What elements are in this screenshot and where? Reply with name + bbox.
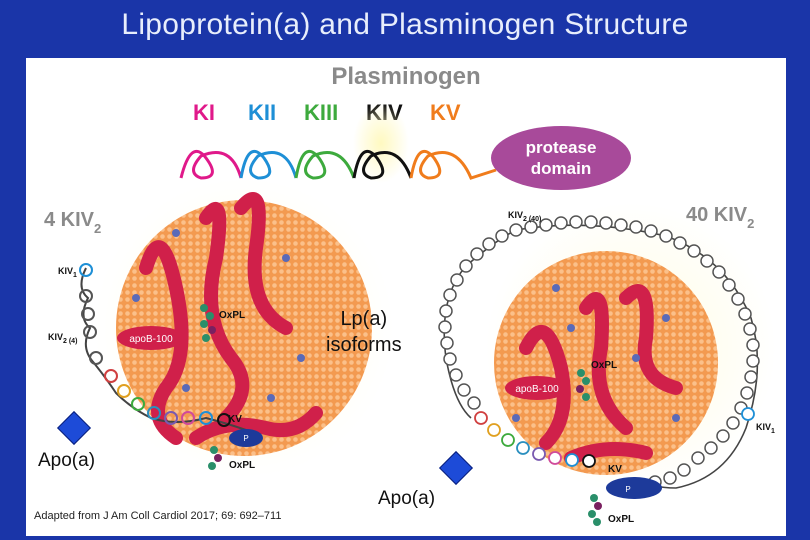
kringle-label-kv: KV [430, 100, 461, 125]
left-oxpl-label: OxPL [219, 310, 245, 321]
right-kiv1-coil [741, 407, 755, 421]
lpa-isoforms-label: Lp(a) isoforms [326, 306, 402, 358]
left-kringle-coils [79, 263, 231, 427]
right-kiv2-coils [438, 215, 760, 489]
right-isoform-label: 40 KIV2 [686, 204, 754, 231]
kiv-highlight-glow [353, 103, 409, 183]
left-oxpl-bottom-molecule [208, 446, 222, 470]
right-oxpl-label: OxPL [591, 360, 617, 371]
left-kiv1-label: KIV1 [58, 266, 77, 279]
right-apoa-label: Apo(a) [378, 488, 436, 509]
left-lipid-particle [116, 200, 372, 456]
right-oxpl-bottom-molecule [588, 494, 602, 526]
kringle-label-kii: KII [248, 100, 276, 125]
protease-label-line2: domain [531, 159, 591, 178]
left-apob-label: apoB-100 [129, 334, 173, 345]
slide-title: Lipoprotein(a) and Plasminogen Structure [121, 8, 689, 41]
right-apob-label-bg [505, 376, 569, 400]
left-oxpl-bottom-label: OxPL [229, 460, 255, 471]
plasminogen-title: Plasminogen [331, 63, 480, 90]
right-kiv2-count-label: KIV2 (40) [508, 210, 541, 223]
right-apob-label: apoB-100 [515, 384, 559, 395]
right-kiv1-label: KIV1 [756, 422, 775, 435]
figure-panel: Plasminogen KI KII KIII KIV KV protease … [26, 58, 786, 536]
right-oxpl-bottom-label: OxPL [608, 514, 634, 525]
left-protease-p [229, 429, 263, 447]
left-isoform-label: 4 KIV2 [44, 209, 101, 236]
kringle-label-ki: KI [193, 100, 215, 125]
protease-domain [491, 126, 631, 190]
right-small-kringles [474, 411, 596, 468]
lpa-label-line1: Lp(a) [340, 308, 388, 330]
left-apob-label-bg [117, 326, 185, 350]
right-p-label: P [625, 485, 630, 494]
particle-dots [132, 229, 680, 422]
kringle-label-kiii: KIII [304, 100, 338, 125]
left-kiv2-label: KIV2 (4) [48, 332, 77, 345]
right-oxpl-molecule [576, 369, 590, 401]
left-p-label: P [243, 434, 248, 443]
right-apob-strands [519, 284, 683, 465]
left-oxpl-molecule [200, 304, 216, 342]
lpa-label-line2: isoforms [326, 334, 402, 356]
citation-caption: Adapted from J Am Coll Cardiol 2017; 69:… [34, 510, 282, 522]
right-protease-p [606, 477, 662, 499]
left-kv-label: KV [228, 414, 242, 425]
plasminogen-chain [179, 149, 497, 180]
right-kv-label: KV [608, 464, 622, 475]
protease-label-line1: protease [526, 138, 597, 157]
left-apoa-label: Apo(a) [38, 450, 96, 471]
lpa-plasminogen-diagram: Plasminogen KI KII KIII KIV KV protease … [44, 63, 776, 526]
kringle-labels: KI KII KIII KIV KV [193, 100, 461, 125]
